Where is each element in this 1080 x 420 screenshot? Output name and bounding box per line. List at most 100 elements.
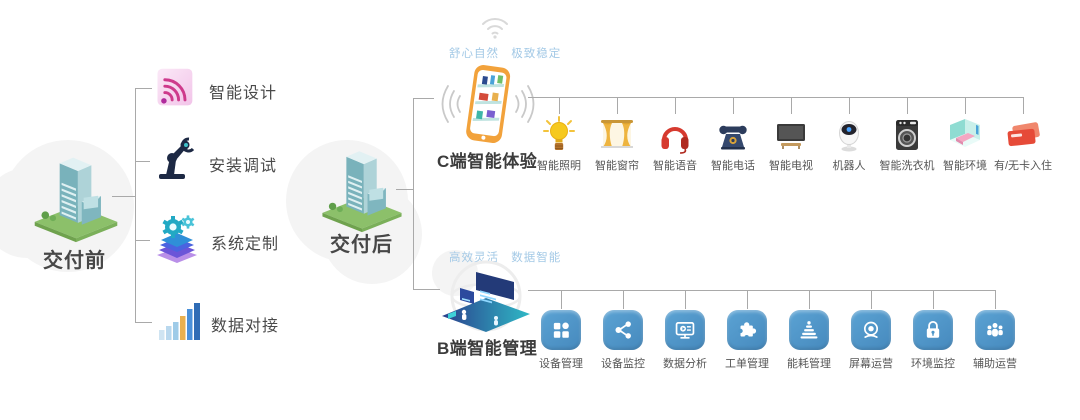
connector	[732, 97, 734, 114]
pre-item-label: 系统定制	[211, 236, 280, 253]
gears-stack-icon	[157, 215, 197, 263]
c-device-item: 智能环境	[936, 97, 994, 173]
c-device-row: 智能照明 智能窗帘 智能语音	[530, 97, 1052, 173]
b-management-label: 能耗管理	[787, 358, 831, 370]
connector	[848, 97, 850, 114]
connector	[136, 322, 152, 323]
c-device-item: 机器人	[820, 97, 878, 173]
office-building-icon	[34, 157, 118, 243]
b-management-item: 屏幕运营	[840, 290, 902, 371]
robot-arm-icon	[159, 137, 195, 179]
b-management-row: 设备管理 设备监控 数据分析 工单管理	[530, 290, 1026, 371]
b-management-item: 辅助运营	[964, 290, 1026, 371]
webcam-icon	[851, 310, 891, 350]
connector	[964, 97, 966, 114]
b-management-label: 工单管理	[725, 358, 769, 370]
connector	[790, 97, 792, 114]
c-device-label: 智能洗衣机	[879, 160, 935, 172]
b-management-label: 环境监控	[911, 358, 955, 370]
connector	[413, 98, 414, 290]
c-device-label: 智能窗帘	[595, 160, 639, 172]
wifi-signal-icon	[482, 18, 508, 39]
connector	[396, 189, 413, 190]
b-management-item: 设备管理	[530, 290, 592, 371]
connector	[746, 290, 748, 309]
connector	[684, 290, 686, 309]
b-branch-subtitle: 高效灵活 数据智能	[449, 252, 562, 264]
c-device-item: 有/无卡入住	[994, 97, 1052, 173]
light-bulb-icon	[543, 116, 575, 150]
c-device-label: 智能电话	[711, 160, 755, 172]
grid-icon	[541, 310, 581, 350]
c-branch-title: C端智能体验	[437, 152, 538, 171]
connector	[136, 88, 152, 89]
connector	[622, 290, 624, 309]
pyramid-icon	[789, 310, 829, 350]
c-device-item: 智能语音	[646, 97, 704, 173]
c-device-item: 智能电视	[762, 97, 820, 173]
connector	[616, 97, 618, 114]
connector	[528, 290, 996, 291]
office-building-icon	[322, 151, 402, 233]
c-device-label: 智能环境	[943, 160, 987, 172]
b-branch-title: B端智能管理	[437, 339, 538, 358]
monitor-icon	[665, 310, 705, 350]
pre-delivery-title: 交付前	[43, 250, 106, 272]
bar-chart-icon	[159, 303, 200, 340]
lock-icon	[913, 310, 953, 350]
curtains-icon	[601, 120, 633, 148]
pre-item-label: 安装调试	[209, 158, 278, 175]
washing-machine-icon	[896, 120, 918, 150]
connector	[136, 240, 150, 241]
smart-phone-shelves-icon	[441, 65, 535, 143]
connector	[674, 97, 676, 114]
connector	[808, 290, 810, 309]
key-cards-icon	[1007, 122, 1040, 147]
share-icon	[603, 310, 643, 350]
c-branch-subtitle: 舒心自然 极致稳定	[449, 48, 562, 60]
b-management-label: 屏幕运营	[849, 358, 893, 370]
connector	[135, 88, 136, 323]
c-device-label: 智能语音	[653, 160, 697, 172]
connector	[560, 290, 562, 309]
robot-icon	[839, 121, 859, 152]
people-icon	[975, 310, 1015, 350]
c-device-label: 智能照明	[537, 160, 581, 172]
c-device-item: 智能电话	[704, 97, 762, 173]
c-device-item: 智能窗帘	[588, 97, 646, 173]
b-management-label: 辅助运营	[973, 358, 1017, 370]
b-management-item: 工单管理	[716, 290, 778, 371]
connector	[870, 290, 872, 309]
connector	[414, 289, 440, 290]
connector	[994, 290, 996, 309]
c-device-item: 智能照明	[530, 97, 588, 173]
pre-item-label: 数据对接	[211, 318, 280, 335]
post-delivery-title: 交付后	[330, 234, 393, 256]
headphones-icon	[661, 127, 689, 154]
connector	[414, 98, 434, 99]
b-management-label: 设备监控	[601, 358, 645, 370]
wifi-design-icon	[157, 68, 193, 106]
puzzle-icon	[727, 310, 767, 350]
b-management-item: 环境监控	[902, 290, 964, 371]
connector	[906, 97, 908, 114]
connector	[136, 161, 150, 162]
c-device-label: 有/无卡入住	[993, 160, 1053, 172]
b-management-label: 数据分析	[663, 358, 707, 370]
b-management-item: 数据分析	[654, 290, 716, 371]
management-platform-icon	[442, 260, 530, 332]
c-device-label: 机器人	[832, 160, 866, 172]
c-device-label: 智能电视	[769, 160, 813, 172]
telephone-icon	[719, 125, 747, 150]
b-management-item: 能耗管理	[778, 290, 840, 371]
c-device-item: 智能洗衣机	[878, 97, 936, 173]
connector	[558, 97, 560, 114]
connector	[932, 290, 934, 309]
connector	[1022, 97, 1024, 114]
room-environment-icon	[950, 119, 980, 147]
tv-icon	[777, 124, 805, 149]
b-management-label: 设备管理	[539, 358, 583, 370]
connector	[528, 97, 1024, 98]
b-management-item: 设备监控	[592, 290, 654, 371]
